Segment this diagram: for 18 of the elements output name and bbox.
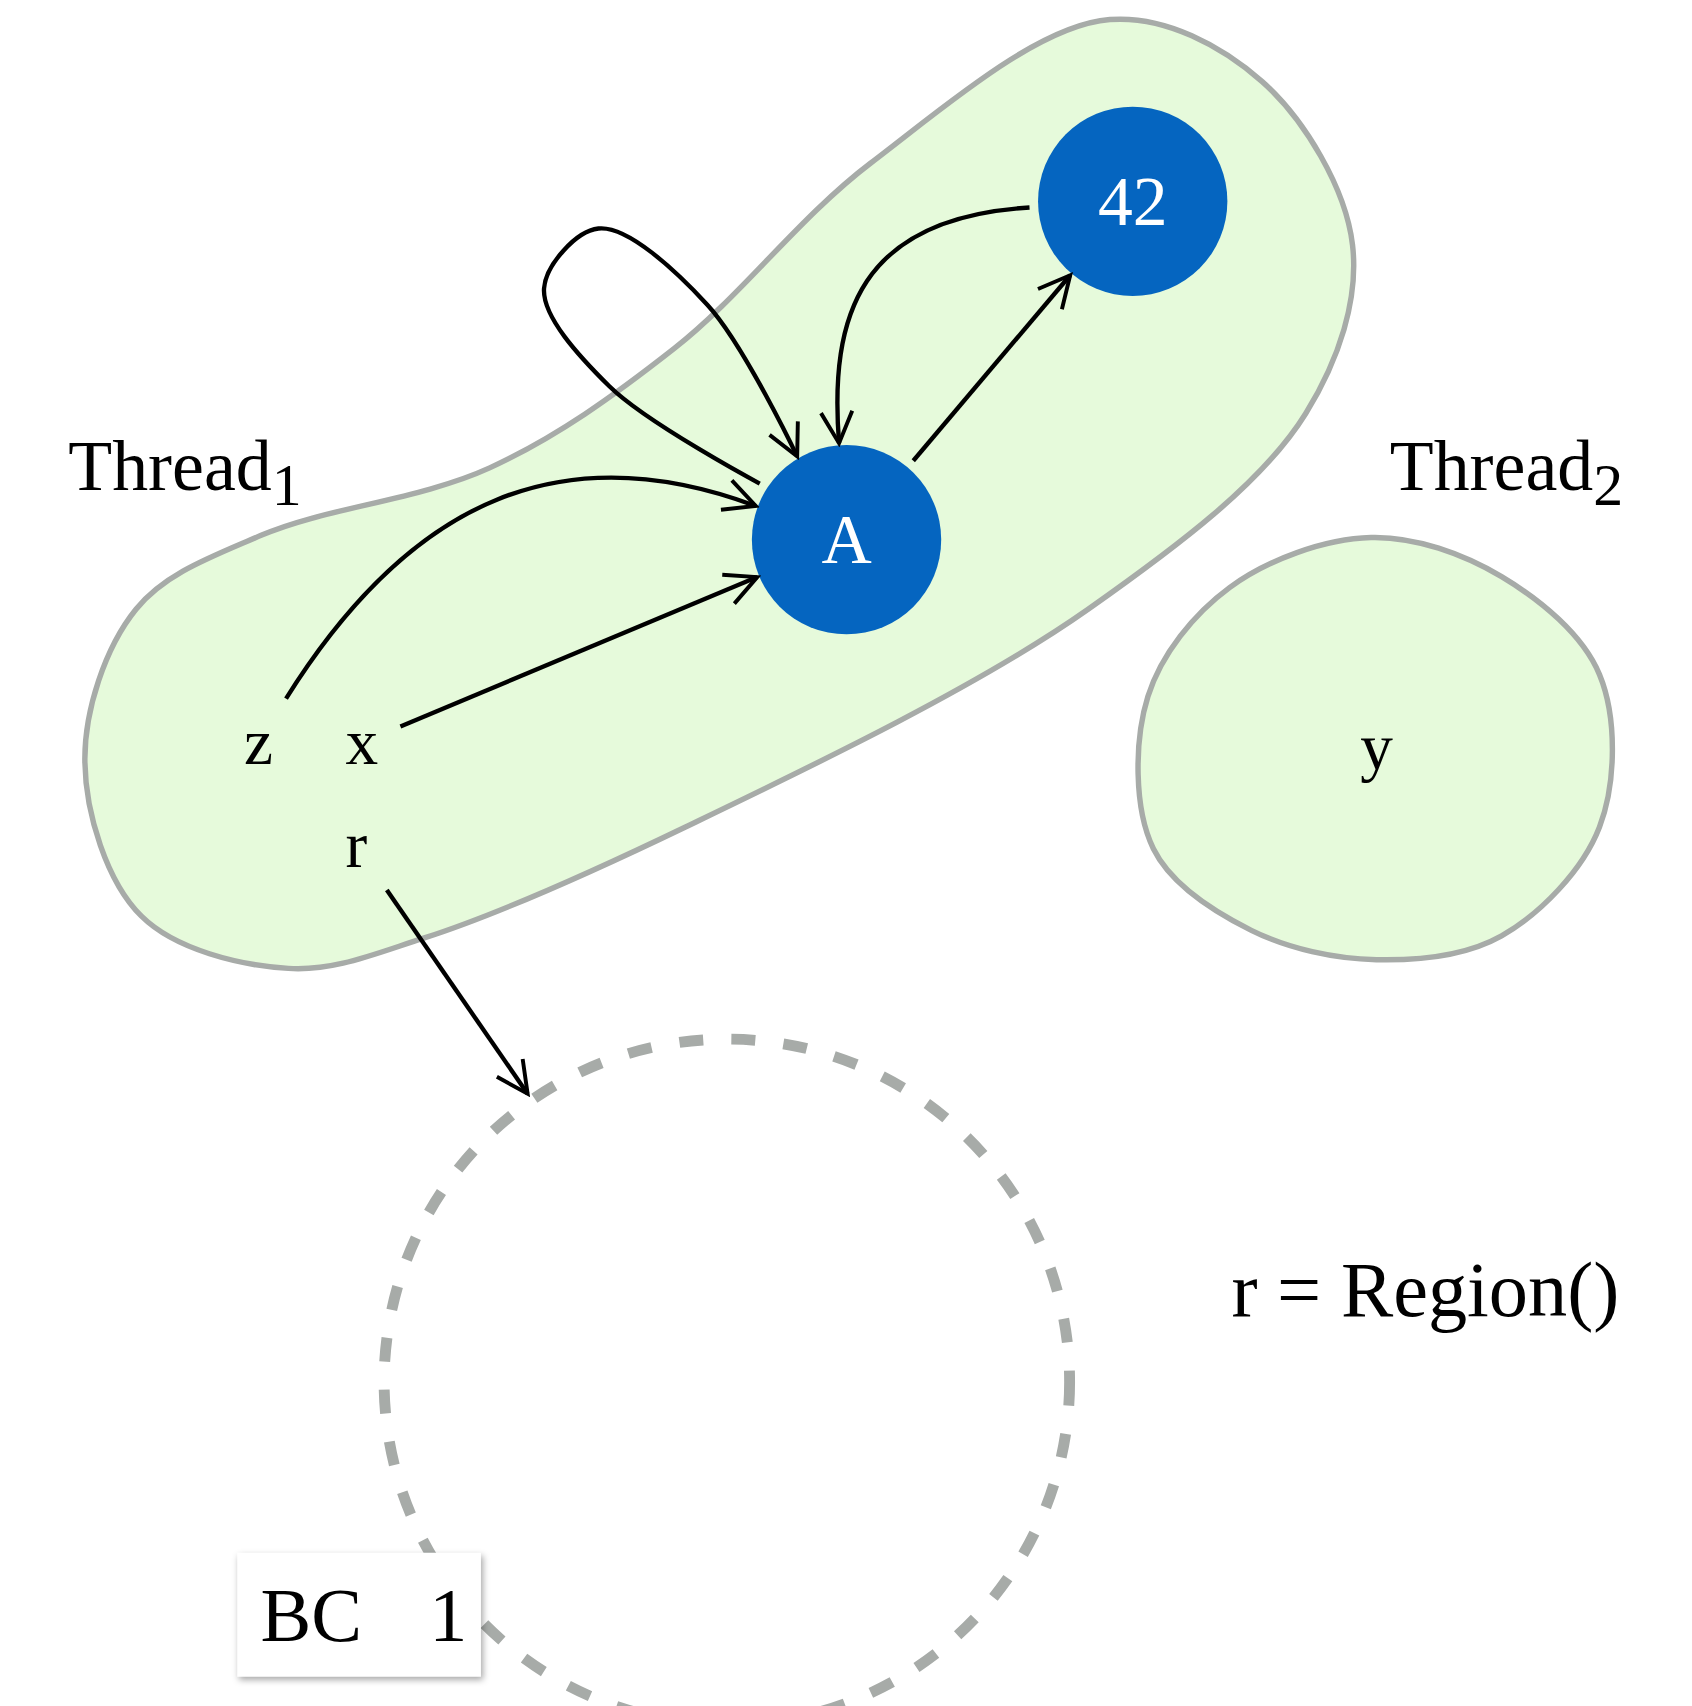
variable-label: z [242,707,274,778]
variable-label: x [344,707,380,778]
object-label: 42 [1096,162,1169,243]
arrow [399,572,760,729]
variable-label: r [344,810,369,882]
code-label: r = Region() [1230,1244,1621,1335]
arrow [385,888,530,1096]
object-label: A [820,499,873,580]
arrow [284,475,758,700]
region-label: Thread$_{1}$ [67,424,303,506]
region-label: Thread$_{2}$ [1388,424,1625,506]
arrow [819,205,1030,446]
variable-label: y [1359,710,1394,786]
counter-text: 1 [428,1574,469,1657]
arrow [541,226,800,486]
counter-text: BC [259,1574,363,1657]
arrow [911,273,1073,463]
counter-card [237,1552,481,1677]
